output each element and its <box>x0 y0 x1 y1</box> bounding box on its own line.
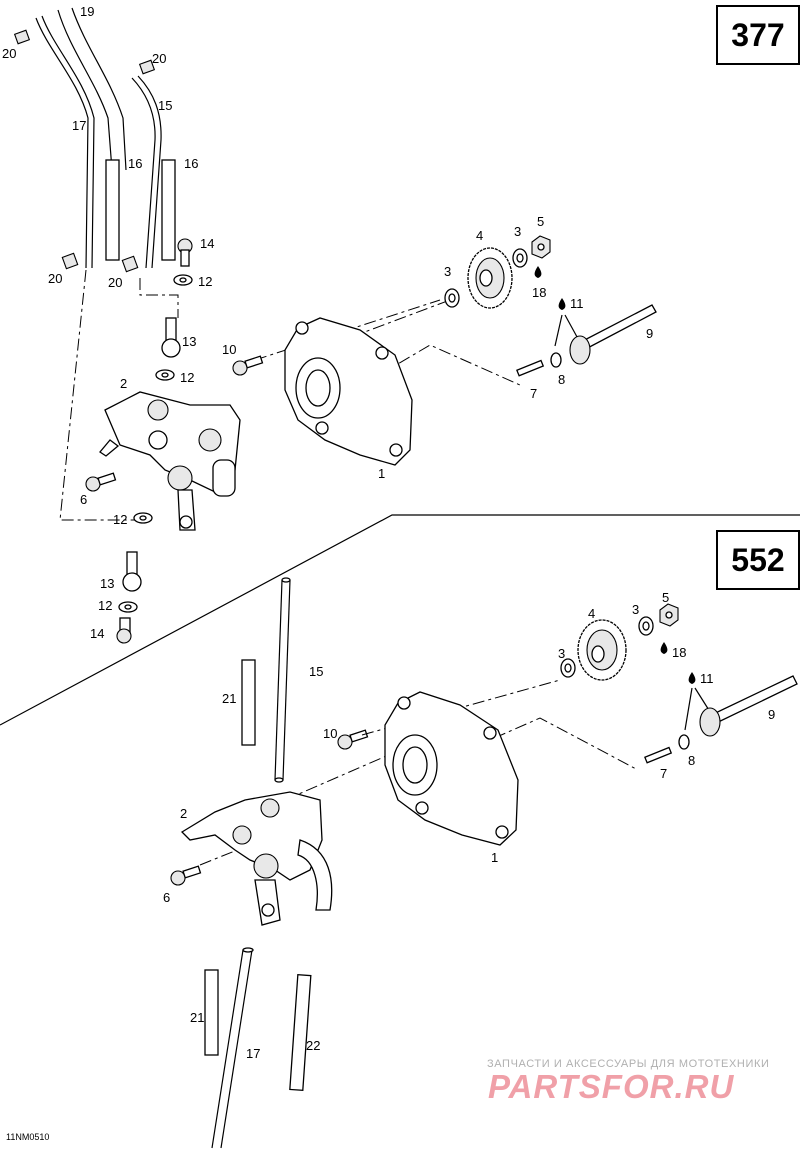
callout-17b: 17 <box>246 1046 260 1061</box>
oil-pump-552 <box>180 791 333 926</box>
callout-3c: 3 <box>558 646 565 661</box>
screw-6-552 <box>170 870 186 886</box>
callout-20d: 20 <box>108 275 122 290</box>
callout-18b: 18 <box>672 645 686 660</box>
hose-15 <box>131 77 156 269</box>
callout-12d: 12 <box>98 598 112 613</box>
callout-12c: 12 <box>113 512 127 527</box>
callout-20a: 20 <box>2 46 16 61</box>
callout-12b: 12 <box>180 370 194 385</box>
section-divider <box>0 514 800 726</box>
model-badge-377: 377 <box>716 5 800 65</box>
callout-2b: 2 <box>180 806 187 821</box>
loctite-drop-11-552 <box>688 672 696 684</box>
callout-1b: 1 <box>491 850 498 865</box>
loctite-drop-18-552 <box>660 642 668 654</box>
callout-19: 19 <box>80 4 94 19</box>
tube-21a <box>241 659 256 746</box>
watermark-tagline: ЗАПЧАСТИ И АКСЕССУАРЫ ДЛЯ МОТОТЕХНИКИ <box>487 1058 770 1070</box>
hose-19 <box>57 9 113 171</box>
drive-gear-4-552 <box>577 619 627 681</box>
callout-4a: 4 <box>476 228 483 243</box>
tube-16a <box>105 159 120 261</box>
callout-7b: 7 <box>660 766 667 781</box>
tube-16b <box>161 159 176 261</box>
clamp-20d <box>121 255 139 273</box>
tube-22 <box>289 974 312 1092</box>
callout-13b: 13 <box>100 576 114 591</box>
callout-16a: 16 <box>128 156 142 171</box>
callout-14b: 14 <box>90 626 104 641</box>
callout-17a: 17 <box>72 118 86 133</box>
loctite-drop-11 <box>558 298 566 310</box>
hose-17-552 <box>211 949 244 1149</box>
callout-16b: 16 <box>184 156 198 171</box>
callout-22: 22 <box>306 1038 320 1053</box>
callout-5a: 5 <box>537 214 544 229</box>
callout-15a: 15 <box>158 98 172 113</box>
hose-17 <box>35 17 89 269</box>
callout-10b: 10 <box>323 726 337 741</box>
callout-11b: 11 <box>700 671 714 686</box>
callout-8b: 8 <box>688 753 695 768</box>
pump-cover-377 <box>284 317 413 466</box>
callout-6b: 6 <box>163 890 170 905</box>
clamp-20b <box>138 59 156 75</box>
callout-20c: 20 <box>48 271 62 286</box>
clamp-20a <box>13 29 31 45</box>
callout-21a: 21 <box>222 691 236 706</box>
callout-15b: 15 <box>309 664 323 679</box>
callout-2a: 2 <box>120 376 127 391</box>
callout-9a: 9 <box>646 326 653 341</box>
callout-20b: 20 <box>152 51 166 66</box>
callout-3a: 3 <box>444 264 451 279</box>
washer-8-552 <box>678 734 690 750</box>
pump-cover-552 <box>384 691 519 846</box>
watermark-logo: PARTSFOR.RU <box>488 1068 735 1105</box>
callout-3b: 3 <box>514 224 521 239</box>
callout-10a: 10 <box>222 342 236 357</box>
callout-7a: 7 <box>530 386 537 401</box>
banjo-fitting-13a <box>165 317 177 341</box>
hose-15-552 <box>274 579 283 781</box>
tube-21b <box>204 969 219 1056</box>
callout-4b: 4 <box>588 606 595 621</box>
callout-12a: 12 <box>198 274 212 289</box>
loctite-drop-18 <box>534 266 542 278</box>
clamp-20c <box>61 252 79 270</box>
pin-7 <box>516 359 545 377</box>
oil-pump-377 <box>99 391 241 531</box>
callout-11a: 11 <box>570 296 584 311</box>
screw-10-552 <box>337 734 353 750</box>
banjo-fitting-13b <box>126 551 138 575</box>
drawing-code: 11NM0510 <box>6 1132 50 1142</box>
callout-21b: 21 <box>190 1010 204 1025</box>
screw-10 <box>232 360 248 376</box>
washer-8 <box>550 352 562 368</box>
callout-3d: 3 <box>632 602 639 617</box>
callout-14a: 14 <box>200 236 214 251</box>
callout-8a: 8 <box>558 372 565 387</box>
callout-1a: 1 <box>378 466 385 481</box>
callout-9b: 9 <box>768 707 775 722</box>
pin-7-552 <box>644 746 673 764</box>
callout-5b: 5 <box>662 590 669 605</box>
model-badge-552: 552 <box>716 530 800 590</box>
callout-13a: 13 <box>182 334 196 349</box>
drive-gear-4-377 <box>467 247 513 309</box>
callout-18a: 18 <box>532 285 546 300</box>
callout-6a: 6 <box>80 492 87 507</box>
